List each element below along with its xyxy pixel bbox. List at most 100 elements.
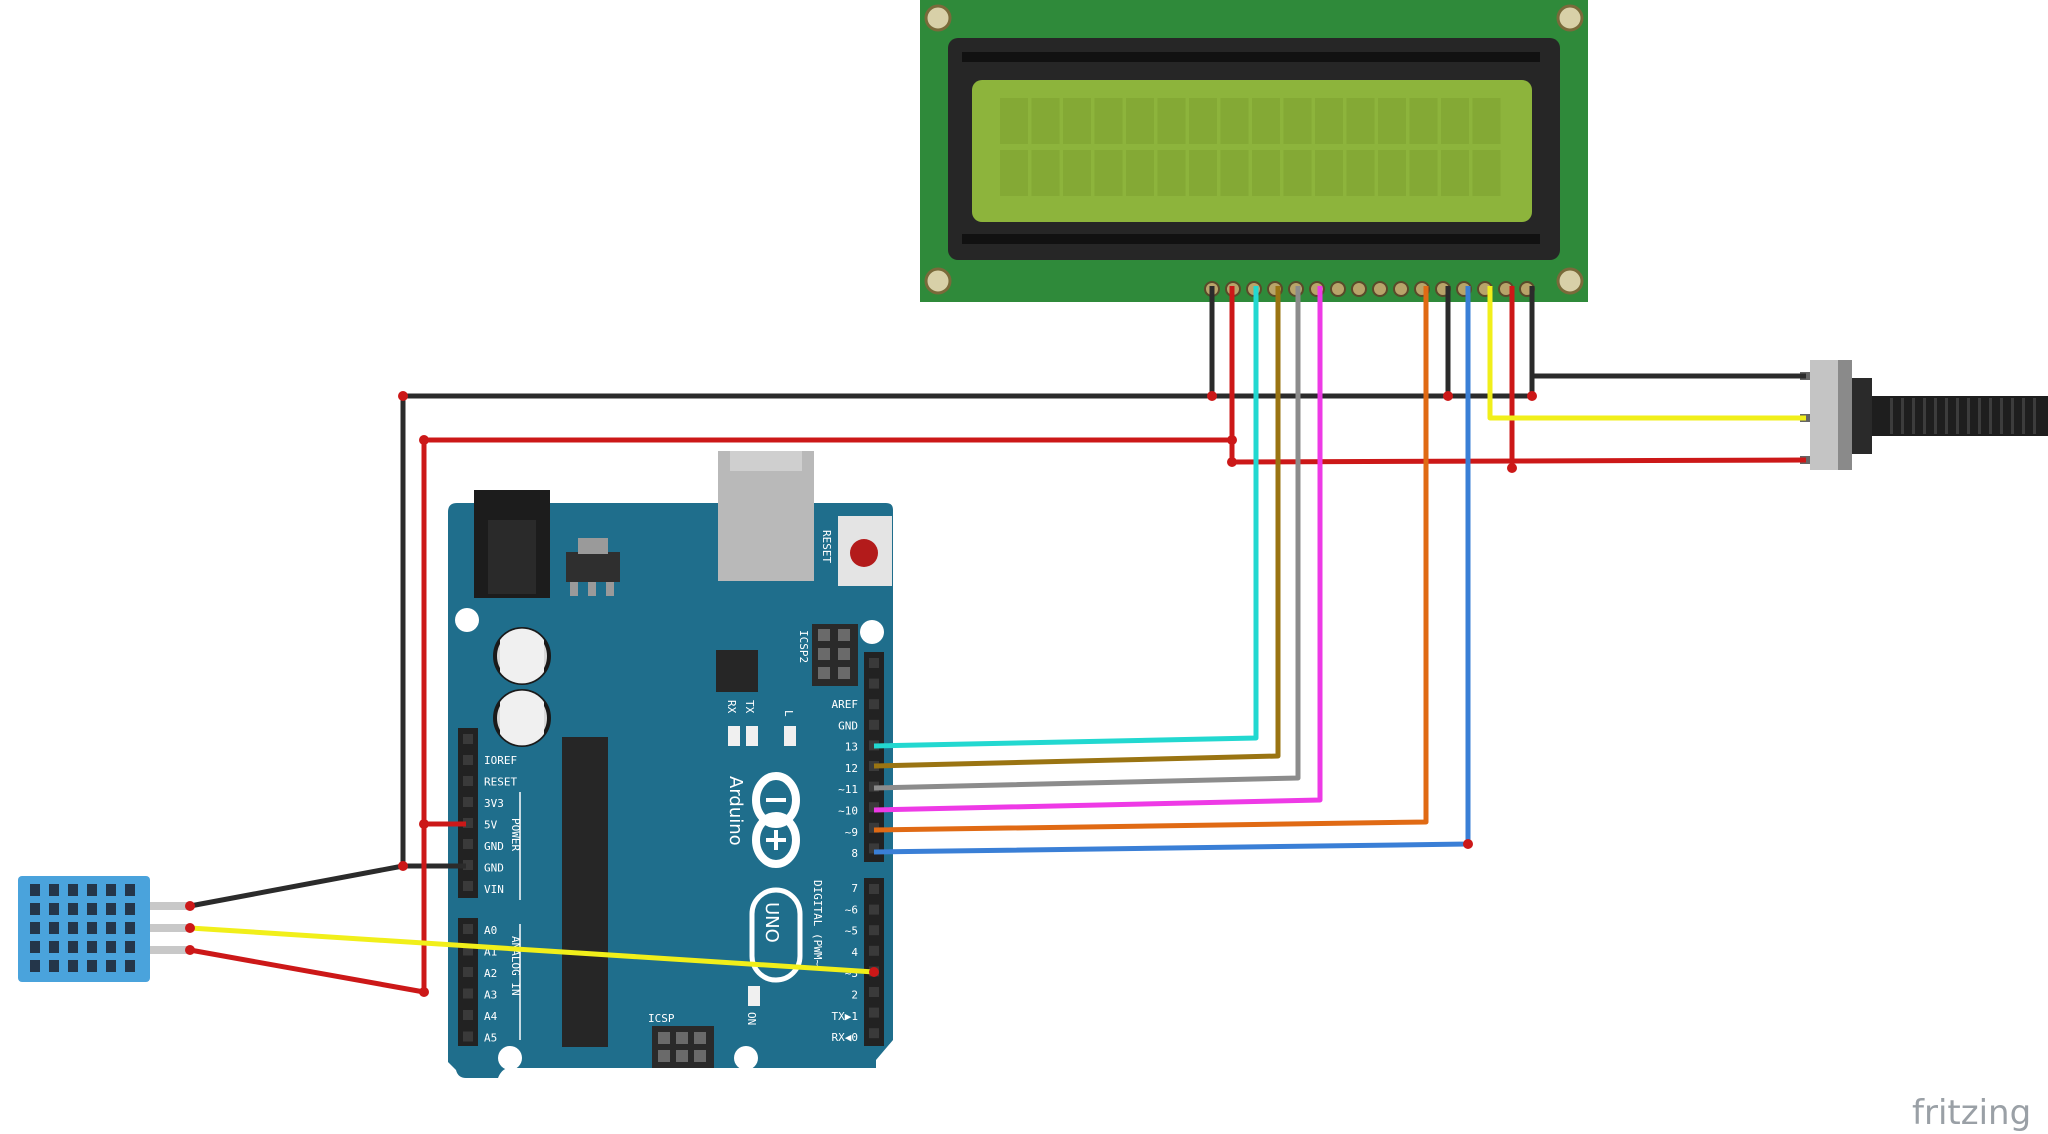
- junction-dot: [419, 819, 429, 829]
- pin-label: ~11: [838, 783, 858, 796]
- sensor-vent: [49, 903, 59, 915]
- header-hole: [463, 860, 473, 870]
- header-hole: [463, 755, 473, 765]
- header-hole: [463, 818, 473, 828]
- header-hole: [869, 719, 879, 730]
- lcd-cell: [1315, 98, 1343, 144]
- sensor-vent: [49, 884, 59, 896]
- usb-port: [718, 451, 814, 581]
- lcd-cell: [1220, 150, 1249, 196]
- sensor-vent: [30, 903, 40, 915]
- potentiometer: [1800, 360, 2048, 470]
- lcd-cell: [1283, 98, 1312, 144]
- wire-sensor-data: [189, 925, 875, 975]
- junction-dot: [1443, 391, 1453, 401]
- lcd-cell: [1063, 150, 1091, 196]
- arduino-label: Arduino: [725, 776, 746, 846]
- header-hole: [463, 1031, 473, 1042]
- usb-chip: [716, 650, 758, 692]
- lcd-cell: [1063, 98, 1091, 144]
- junction-dot: [1207, 391, 1217, 401]
- pin-label: A2: [484, 967, 497, 980]
- icsp-label: ICSP: [648, 1012, 675, 1025]
- dht11-sensor: [18, 876, 190, 982]
- sensor-vent: [87, 941, 97, 953]
- knob-ridge: [1890, 398, 1893, 434]
- pin-label: A4: [484, 1010, 498, 1023]
- header-hole: [869, 884, 879, 894]
- sensor-vent: [49, 960, 59, 972]
- knob-ridge: [1912, 398, 1915, 434]
- sensor-vent: [106, 903, 116, 915]
- header-hole: [463, 776, 473, 786]
- lcd-character-grid: [1000, 98, 1501, 196]
- sensor-vent: [87, 922, 97, 934]
- sensor-vent: [49, 922, 59, 934]
- sensor-vent: [68, 960, 78, 972]
- knob-ridge: [1934, 398, 1937, 434]
- pin-label: IOREF: [484, 754, 517, 767]
- pin-label: 4: [851, 946, 858, 959]
- analog-header: [458, 918, 478, 1046]
- header-hole: [463, 734, 473, 744]
- knob-ridge: [2011, 398, 2014, 434]
- wire-d7-pin13: [873, 286, 1259, 749]
- lcd-cell: [1346, 150, 1375, 196]
- pin-label: AREF: [832, 698, 859, 711]
- knob-ridge: [1989, 398, 1992, 434]
- mount-hole-icon: [734, 1046, 758, 1070]
- uno-badge: UNO: [749, 887, 803, 983]
- header-hole: [463, 1010, 473, 1020]
- pin-label: A0: [484, 924, 497, 937]
- sensor-vent: [125, 922, 135, 934]
- wire-rs-pin12: [873, 286, 1281, 769]
- mount-hole-icon: [924, 267, 952, 295]
- junction-dot: [419, 435, 429, 445]
- pin-label: A5: [484, 1032, 497, 1045]
- header-hole: [463, 881, 473, 891]
- mount-hole-icon: [860, 620, 884, 644]
- pin-label: A3: [484, 989, 497, 1002]
- reset-label: RESET: [820, 530, 833, 563]
- header-hole: [463, 945, 473, 956]
- lcd-cell: [1189, 150, 1217, 196]
- header-hole: [463, 988, 473, 999]
- sensor-vent: [30, 922, 40, 934]
- wire-d6-pin8: [873, 286, 1471, 855]
- sensor-vent: [125, 941, 135, 953]
- header-hole: [869, 1028, 879, 1039]
- knob-ridge: [1967, 398, 1970, 434]
- lcd-cell: [1441, 150, 1469, 196]
- sensor-vent: [106, 960, 116, 972]
- mount-hole-icon: [1556, 4, 1584, 32]
- lcd-cell: [1252, 150, 1280, 196]
- lcd-header-pins: [1204, 281, 1535, 297]
- lcd-cell: [1409, 98, 1438, 144]
- pin-label: 5V: [484, 819, 498, 832]
- pin-label: ~5: [845, 925, 858, 938]
- header-hole: [869, 843, 879, 854]
- header-hole: [463, 967, 473, 977]
- pin-label: 13: [845, 741, 858, 754]
- sensor-vent: [30, 884, 40, 896]
- header-hole: [869, 802, 879, 813]
- sensor-vent: [30, 960, 40, 972]
- wire-d5-pin9: [873, 286, 1429, 833]
- tx-label: TX: [743, 700, 756, 714]
- lcd-cell: [1031, 150, 1060, 196]
- pin-label: 12: [845, 762, 858, 775]
- wires: [189, 286, 1807, 995]
- lcd-cell: [1441, 98, 1469, 144]
- junction-dot: [1227, 457, 1237, 467]
- knob-shaft: [1872, 396, 2048, 436]
- lcd-cell: [1189, 98, 1217, 144]
- pin-label: ~10: [838, 805, 858, 818]
- lcd-cell: [1315, 150, 1343, 196]
- wire-en-pin11: [873, 286, 1301, 791]
- knob-ridge: [1978, 398, 1981, 434]
- pin-label: RX◀0: [832, 1031, 859, 1044]
- mount-hole-icon: [455, 608, 479, 632]
- lcd-cell: [1472, 150, 1501, 196]
- wire-5v-pot: [1231, 457, 1807, 465]
